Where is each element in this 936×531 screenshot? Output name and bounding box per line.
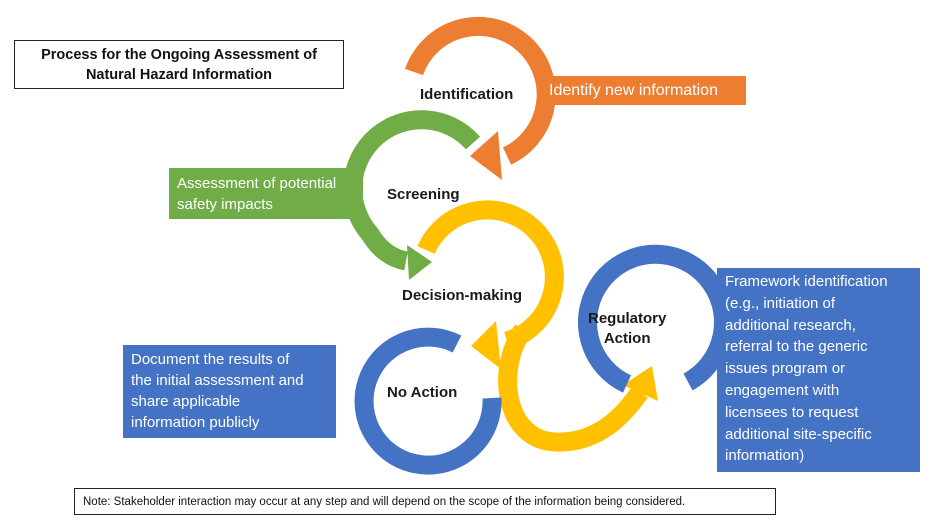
regulatory-path-arrow [498, 324, 648, 452]
framework-line-7: licensees to request [725, 403, 859, 421]
assessment-line-2: safety impacts [177, 196, 273, 213]
decision-arrow [417, 200, 564, 351]
identify-line-1: Identify new information [549, 82, 718, 99]
framework-line-1: Framework identification [725, 273, 888, 290]
framework-line-3: additional research, [725, 316, 856, 334]
framework-line-4: referral to the generic [725, 338, 868, 356]
document-line-1: Document the results of [131, 351, 290, 368]
framework-box: Framework identification (e.g., initiati… [717, 268, 920, 472]
decision-arrowhead [471, 321, 501, 369]
assessment-line-1: Assessment of potential [177, 175, 337, 192]
document-line-3: share applicable [131, 393, 241, 410]
step-screening: Screening [387, 186, 460, 203]
framework-line-8: additional site-specific [725, 425, 872, 443]
framework-line-5: issues program or [725, 360, 846, 378]
step-identification: Identification [420, 86, 514, 103]
document-line-2: the initial assessment and [131, 372, 304, 389]
stakeholder-note: Note: Stakeholder interaction may occur … [74, 488, 776, 515]
document-line-4: information publicly [131, 414, 260, 431]
step-regulatory-action: Regulatory Action [588, 309, 666, 349]
framework-line-9: information) [725, 447, 805, 465]
title-line-1: Process for the Ongoing Assessment of [41, 46, 317, 63]
regulatory-action-line-2: Action [603, 330, 651, 347]
framework-line-6: engagement with [725, 381, 840, 399]
screening-arrowhead [407, 245, 432, 280]
diagram-title: Process for the Ongoing Assessment of Na… [14, 40, 344, 89]
document-box: Document the results of the initial asse… [123, 345, 336, 438]
assessment-box: Assessment of potential safety impacts [169, 168, 363, 219]
regulatory-action-line-1: Regulatory [588, 310, 667, 327]
screening-arrow [343, 110, 481, 271]
no-action-loop [354, 327, 502, 475]
framework-line-2: (e.g., initiation of [725, 294, 836, 312]
title-line-2: Natural Hazard Information [85, 66, 273, 83]
identify-box: Identify new information [541, 76, 746, 105]
identification-arrowhead [470, 131, 502, 180]
step-no-action: No Action [387, 384, 458, 401]
identification-arrow [405, 16, 556, 165]
regulatory-path-arrowhead [623, 366, 658, 401]
step-decision-making: Decision-making [402, 287, 523, 304]
